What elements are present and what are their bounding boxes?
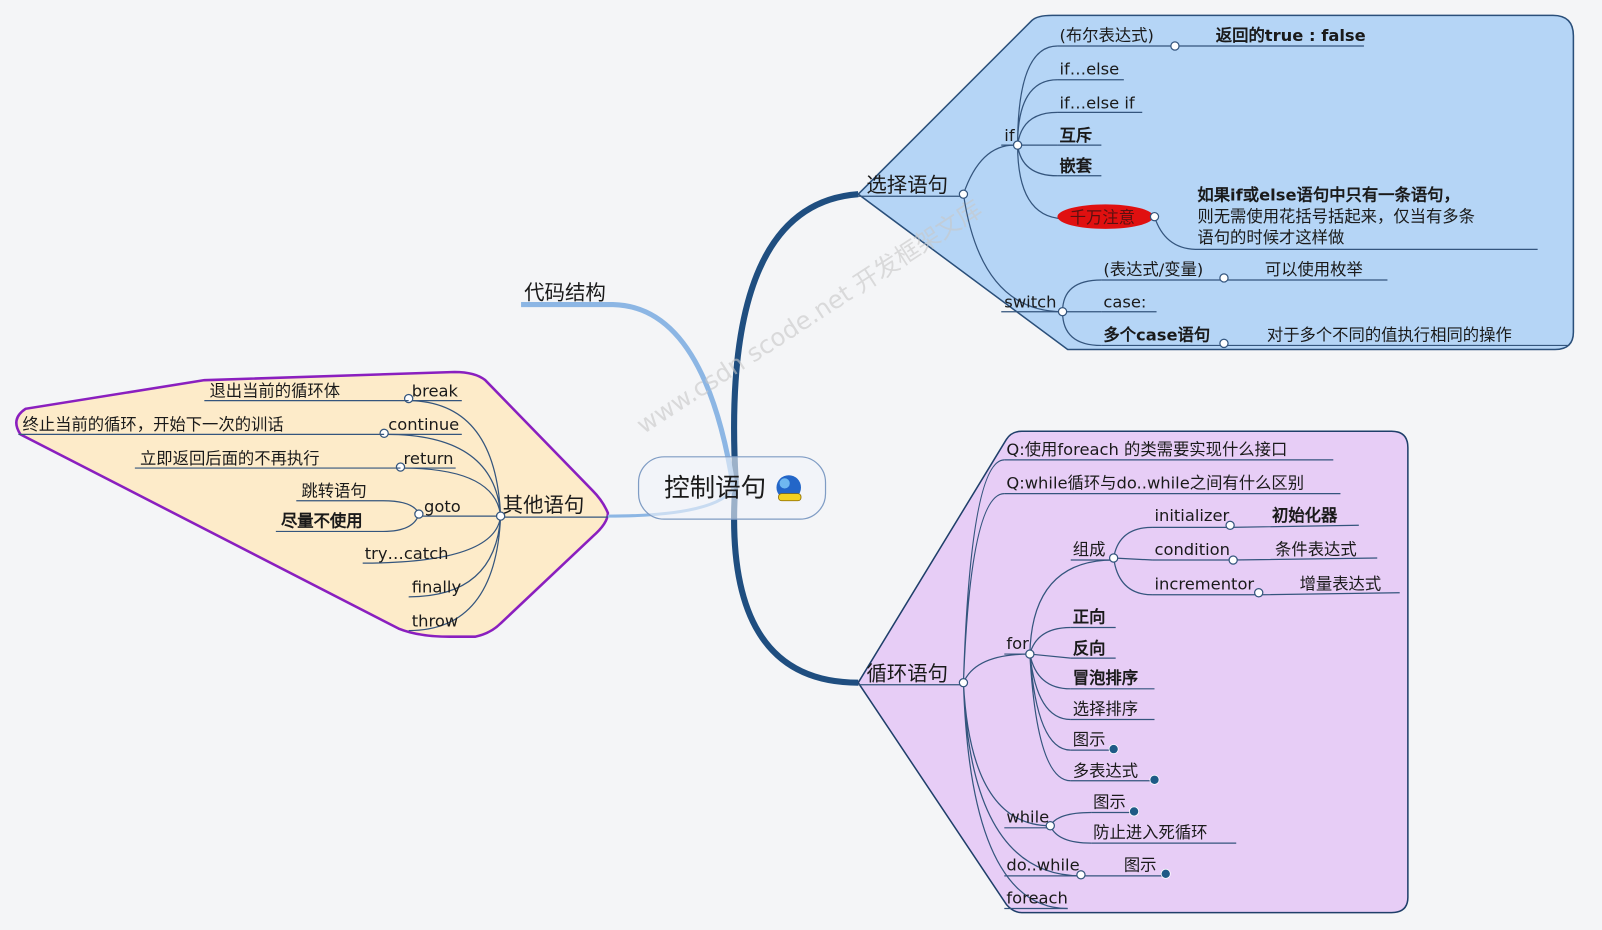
connector-select [731,191,859,481]
compose-node[interactable]: 组成 [1073,540,1106,559]
loop-panel [857,430,1409,914]
connector-loop [731,480,859,686]
switch-expr-node[interactable]: (表达式/变量) [1103,260,1203,279]
condition-node[interactable]: condition [1155,540,1230,559]
center-node[interactable] [637,456,827,520]
incrementor-node[interactable]: incrementor [1155,575,1255,594]
multi-case-note[interactable]: 对于多个不同的值执行相同的操作 [1267,325,1512,344]
while-note[interactable]: 防止进入死循环 [1093,823,1207,842]
connector-code-structure [521,301,737,489]
return-note[interactable]: 立即返回后面的不再执行 [140,449,320,468]
code-structure-node[interactable]: 代码结构 [524,280,606,304]
goto-node[interactable]: goto [424,497,461,516]
watermark: www.csdn scode.net 开发框架文库 [631,194,987,439]
try-catch-node[interactable]: try…catch [365,544,449,563]
question-while[interactable]: Q:while循环与do..while之间有什么区别 [1006,474,1304,493]
note-line-1: 如果if或else语句中只有一条语句， [1197,185,1459,204]
select-panel [857,14,1575,351]
nested-node[interactable]: 嵌套 [1059,157,1092,176]
for-item-forward[interactable]: 正向 [1073,607,1106,626]
finally-node[interactable]: finally [412,578,462,597]
foreach-node[interactable]: foreach [1006,888,1067,907]
break-node[interactable]: break [412,382,459,401]
if-else-node[interactable]: if…else [1059,60,1119,79]
for-item-bubble-sort[interactable]: 冒泡排序 [1073,669,1138,688]
break-note[interactable]: 退出当前的循环体 [209,382,340,401]
globe-icon [776,475,802,502]
select-node[interactable]: 选择语句 [866,173,948,197]
warning-badge[interactable] [1057,204,1154,229]
center-label: 控制语句 [664,474,766,504]
case-node[interactable]: case: [1103,293,1146,312]
if-else-if-node[interactable]: if…else if [1059,93,1135,112]
loop-node[interactable]: 循环语句 [866,662,948,686]
goto-note-jump[interactable]: 跳转语句 [301,482,366,501]
question-foreach[interactable]: Q:使用foreach 的类需要实现什么接口 [1006,440,1287,459]
while-diagram[interactable]: 图示 [1093,792,1126,811]
initializer-node[interactable]: initializer [1155,506,1230,525]
warning-label: 千万注意 [1070,208,1135,227]
do-while-node[interactable]: do..while [1006,856,1079,875]
continue-node[interactable]: continue [388,415,459,434]
while-node[interactable]: while [1006,808,1049,827]
note-line-3: 语句的时候才这样做 [1197,228,1344,247]
do-while-diagram[interactable]: 图示 [1124,856,1157,875]
expand-icon[interactable] [1108,744,1119,755]
for-item-diagram[interactable]: 图示 [1073,730,1106,749]
initializer-cn[interactable]: 初始化器 [1272,506,1338,525]
bool-expr-node[interactable]: (布尔表达式) [1059,26,1153,45]
mutex-node[interactable]: 互斥 [1059,126,1092,145]
condition-cn[interactable]: 条件表达式 [1275,540,1357,559]
multi-case-node[interactable]: 多个case语句 [1103,325,1210,344]
incrementor-cn[interactable]: 增量表达式 [1300,575,1382,594]
throw-node[interactable]: throw [412,611,458,630]
for-item-selection-sort[interactable]: 选择排序 [1073,699,1138,718]
goto-note-avoid[interactable]: 尽量不使用 [281,511,363,530]
switch-node[interactable]: switch [1004,293,1056,312]
expand-icon[interactable] [1149,774,1160,785]
expand-icon[interactable] [1129,806,1140,817]
note-line-2: 则无需使用花括号括起来，仅当有多条 [1197,207,1475,226]
switch-expr-note[interactable]: 可以使用枚举 [1265,260,1363,279]
bool-result-node[interactable]: 返回的true : false [1216,26,1366,45]
continue-note[interactable]: 终止当前的循环，开始下一次的训话 [22,415,283,434]
for-item-multi-expr[interactable]: 多表达式 [1073,762,1138,781]
for-node[interactable]: for [1006,634,1029,653]
other-node[interactable]: 其他语句 [503,493,585,517]
return-node[interactable]: return [404,449,454,468]
expand-icon[interactable] [1160,868,1171,879]
if-node[interactable]: if [1004,126,1016,145]
for-item-reverse[interactable]: 反向 [1073,639,1106,658]
